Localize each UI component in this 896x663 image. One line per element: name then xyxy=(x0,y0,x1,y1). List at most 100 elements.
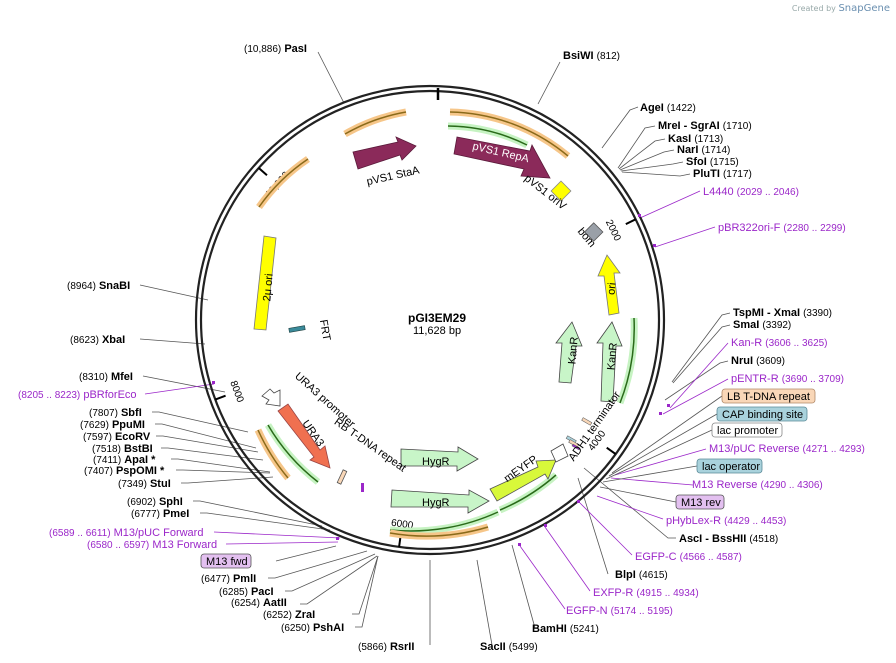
orf-left-orange xyxy=(254,428,291,481)
pleader-phyblex xyxy=(596,495,664,520)
credit-prefix: Created by xyxy=(791,4,836,13)
orf-top-right xyxy=(449,108,571,159)
leader-blpi xyxy=(577,477,609,575)
leader-bsiwi xyxy=(537,61,561,105)
leader-pspomi xyxy=(176,469,271,474)
orf-repa-green xyxy=(447,122,529,149)
site-stui[interactable]: (7349) StuI xyxy=(118,478,171,490)
site-mfei[interactable]: (8310) MfeI xyxy=(79,371,133,383)
primer-m13-forward[interactable]: (6580 .. 6597) M13 Forward xyxy=(87,539,217,551)
site-ecorv[interactable]: (7597) EcoRV xyxy=(83,431,151,443)
primer-egfp-c[interactable]: EGFP-C (4566 .. 4587) xyxy=(635,551,742,563)
feature-bom xyxy=(583,222,604,242)
primer-egfp-n[interactable]: EGFP-N (5174 .. 5195) xyxy=(566,605,673,617)
site-rsrii[interactable]: (5866) RsrII xyxy=(358,641,414,653)
leader-nari xyxy=(619,149,675,171)
leader-kasi xyxy=(618,138,666,170)
site-bamhi[interactable]: BamHI (5241) xyxy=(532,623,599,635)
feature-pvs1-staa xyxy=(352,136,417,170)
site-blpi[interactable]: BlpI (4615) xyxy=(615,569,668,581)
feature-ura3 xyxy=(277,403,331,469)
label-hygr-upper: HygR xyxy=(422,456,450,468)
site-bstbi[interactable]: (7518) BstBI xyxy=(92,443,153,455)
primer-m13puc-reverse[interactable]: M13/pUC Reverse (4271 .. 4293) xyxy=(709,443,865,455)
site-apai[interactable]: (7411) ApaI * xyxy=(93,454,156,466)
site-snabi[interactable]: (8964) SnaBI xyxy=(67,280,130,292)
primer-m13puc-forward[interactable]: (6589 .. 6611) M13/pUC Forward xyxy=(49,527,203,539)
leader-paci xyxy=(285,553,376,592)
primer-pentr-r[interactable]: pENTR-R (3690 .. 3709) xyxy=(731,373,844,385)
feature-2mu-ori xyxy=(253,235,277,331)
pleader-m13puc-rev xyxy=(614,448,707,476)
leader-sphi xyxy=(193,500,323,527)
site-bsiwi[interactable]: BsiWI (812) xyxy=(563,50,620,62)
site-paci[interactable]: (6285) PacI xyxy=(219,586,274,598)
site-pspomi[interactable]: (7407) PspOMI * xyxy=(84,465,165,477)
site-ppumi[interactable]: (7629) PpuMI xyxy=(80,419,145,431)
label-pvs1-staa: pVS1 StaA xyxy=(365,164,421,188)
primer-exfp-r[interactable]: EXFP-R (4915 .. 4934) xyxy=(593,587,699,599)
site-pluti[interactable]: PluTI (1717) xyxy=(693,168,752,180)
site-zrai[interactable]: (6252) ZraI xyxy=(263,609,315,621)
site-pasi[interactable]: (10,886) PasI xyxy=(244,43,307,55)
orf-top-left xyxy=(343,108,407,138)
site-xbai[interactable]: (8623) XbaI xyxy=(70,334,125,346)
site-smai[interactable]: SmaI (3392) xyxy=(733,319,791,331)
feature-pvs1-oriv xyxy=(550,180,572,202)
label-kanr-left: KanR xyxy=(566,336,580,365)
box-lac-operator[interactable]: lac operator xyxy=(696,458,763,474)
box-lb-tdna[interactable]: LB T-DNA repeat xyxy=(721,388,816,404)
label-kanr-right: KanR xyxy=(605,342,619,371)
site-nari[interactable]: NarI (1714) xyxy=(677,144,730,156)
site-mrei[interactable]: MreI - SgrAI (1710) xyxy=(658,120,752,132)
feature-kanr-left xyxy=(555,321,583,384)
label-frt: FRT xyxy=(317,319,333,342)
orf-ura3-green xyxy=(264,423,321,485)
leader-mrei xyxy=(617,125,656,169)
leader-nrui xyxy=(664,360,729,401)
primer-pbr322ori-f[interactable]: pBR322ori-F (2280 .. 2299) xyxy=(718,222,846,234)
plasmid-name: pGI3EM29 xyxy=(408,311,466,325)
box-cap-text: CAP binding site xyxy=(722,409,803,421)
box-cap-binding[interactable]: CAP binding site xyxy=(716,406,808,422)
box-m13-rev[interactable]: M13 rev xyxy=(675,494,725,510)
primer-leader-lines xyxy=(144,190,729,610)
box-m13rev-text: M13 rev xyxy=(681,497,721,509)
leader-tspmi xyxy=(671,312,731,383)
leader-ppumi xyxy=(155,423,257,449)
leader-apai xyxy=(171,458,271,473)
leader-bamhi xyxy=(511,544,536,629)
site-sacii[interactable]: SacII (5499) xyxy=(480,641,538,653)
site-pmei[interactable]: (6777) PmeI xyxy=(131,508,189,520)
site-nrui[interactable]: NruI (3609) xyxy=(731,355,785,367)
orf-kanr-green xyxy=(616,317,638,405)
site-sbfi[interactable]: (7807) SbfI xyxy=(89,407,142,419)
site-sfoi[interactable]: SfoI (1715) xyxy=(686,156,739,168)
orf-left-top xyxy=(256,156,310,210)
pleader-egfpn xyxy=(519,545,566,610)
site-tspmi[interactable]: TspMI - XmaI (3390) xyxy=(733,307,832,319)
pleader-pbrforeco xyxy=(144,383,215,395)
primer-phyblex-r[interactable]: pHybLex-R (4429 .. 4453) xyxy=(666,515,786,527)
site-pshai[interactable]: (6250) PshAI xyxy=(281,622,344,634)
site-agei[interactable]: AgeI (1422) xyxy=(640,102,696,114)
box-m13-fwd[interactable]: M13 fwd xyxy=(200,553,252,569)
leader-sacii xyxy=(476,559,493,646)
site-pmli[interactable]: (6477) PmlI xyxy=(201,573,256,585)
site-aatii[interactable]: (6254) AatII xyxy=(231,597,287,609)
site-kasi[interactable]: KasI (1713) xyxy=(668,133,723,145)
leader-bstbi xyxy=(161,447,264,461)
tick-label-3: 8000 xyxy=(227,379,245,404)
label-hygr-lower: HygR xyxy=(422,497,450,509)
site-asci[interactable]: AscI - BssHII (4518) xyxy=(679,533,778,545)
primer-kan-r[interactable]: Kan-R (3606 .. 3625) xyxy=(731,337,828,349)
primer-l4440[interactable]: L4440 (2029 .. 2046) xyxy=(703,186,799,198)
box-lac-promoter[interactable]: lac promoter xyxy=(711,422,783,438)
site-sphi[interactable]: (6902) SphI xyxy=(127,496,183,508)
primer-pbrforeco[interactable]: (8205 .. 8223) pBRforEco xyxy=(18,389,137,401)
orf-bottom-orange xyxy=(389,523,490,540)
primer-m13-reverse[interactable]: M13 Reverse (4290 .. 4306) xyxy=(692,479,823,491)
leader-pshai xyxy=(355,555,379,628)
center-label: pGI3EM29 11,628 bp xyxy=(408,311,466,337)
